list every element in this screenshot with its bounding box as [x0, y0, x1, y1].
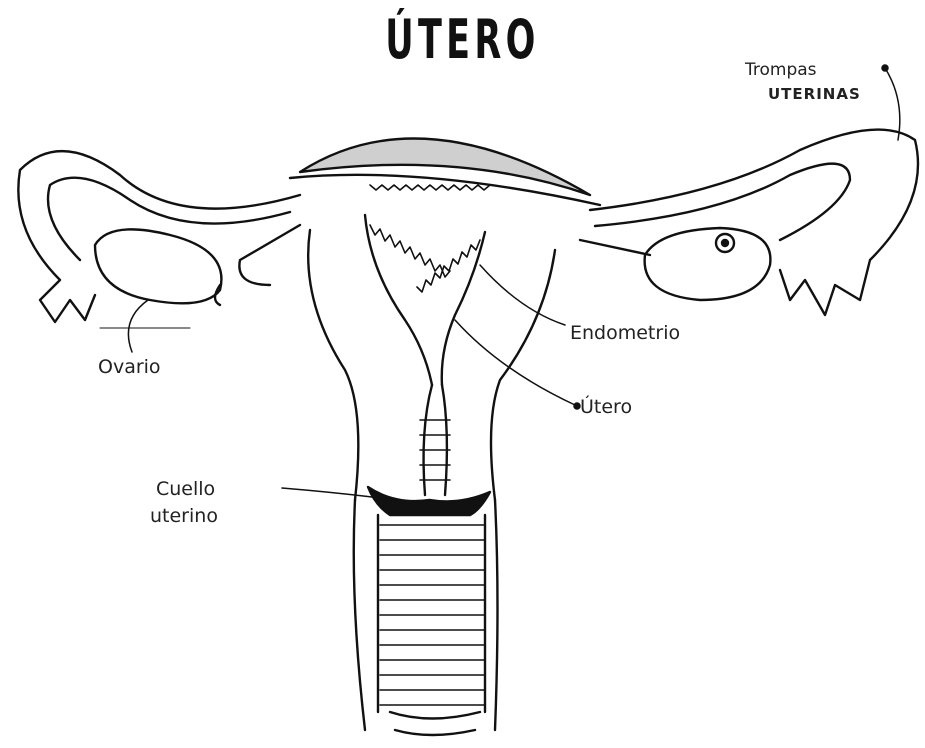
leader-lines: [100, 65, 900, 497]
cervical-canal: [420, 385, 450, 495]
endometrio-leader: [480, 265, 565, 325]
diagram-title: ÚTERO: [130, 8, 796, 71]
cuello-leader: [282, 488, 372, 497]
left-ovary: [95, 229, 221, 303]
vagina: [354, 500, 498, 735]
utero-leader: [455, 320, 575, 405]
right-ovary: [645, 228, 771, 300]
label-cuello: Cuello: [156, 478, 215, 500]
label-endometrio: Endometrio: [570, 322, 680, 344]
cervix: [368, 487, 490, 515]
ovario-leader: [128, 300, 148, 352]
fundus-layer: [290, 139, 600, 205]
uterine-body: [308, 215, 555, 500]
label-uterino: uterino: [150, 505, 218, 527]
label-trompas: Trompas: [745, 60, 817, 80]
label-uterinas: UTERINAS: [768, 85, 861, 103]
label-utero: Útero: [580, 396, 632, 418]
label-ovario: Ovario: [98, 356, 161, 378]
